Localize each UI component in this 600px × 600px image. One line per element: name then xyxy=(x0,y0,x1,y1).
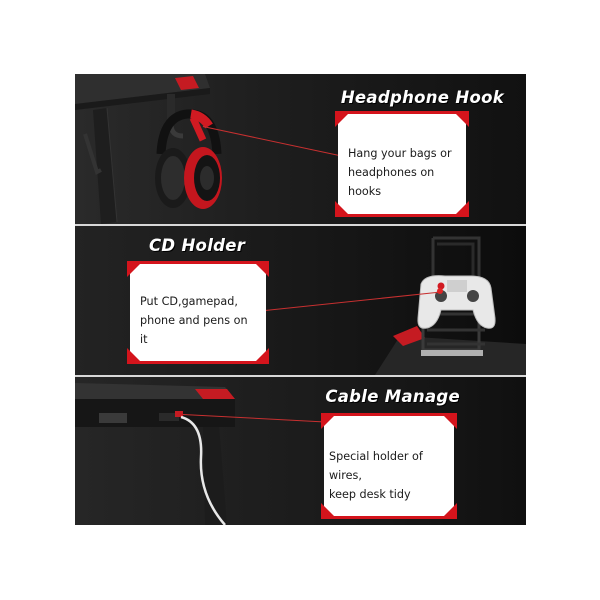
feature-infographic: Headphone Hook Hang your bags or headpho… xyxy=(75,74,526,525)
description-card: Hang your bags or headphones on hooks xyxy=(335,111,469,217)
callout-dot xyxy=(437,288,443,294)
section-divider xyxy=(75,375,526,377)
description-line: keep desk tidy xyxy=(329,488,411,501)
section-cd-holder: CD Holder Put CD,gamepad, phone and pens… xyxy=(75,226,526,375)
description-line: Hang your bags or xyxy=(348,147,452,160)
description-card: Put CD,gamepad, phone and pens on it xyxy=(127,261,269,364)
description-line: phone and pens on it xyxy=(140,314,248,346)
section-cable-manage: Cable Manage Special holder of wires, ke… xyxy=(75,377,526,525)
section-heading: Cable Manage xyxy=(325,387,460,406)
gamepad-holder-icon xyxy=(375,236,526,375)
description-line: headphones on hooks xyxy=(348,166,435,198)
headphones-on-hook-icon xyxy=(75,74,222,224)
section-heading: CD Holder xyxy=(149,236,246,255)
description-line: Put CD,gamepad, xyxy=(140,295,238,308)
cable-holder-icon xyxy=(75,383,235,525)
section-heading: Headphone Hook xyxy=(340,88,504,107)
section-headphone-hook: Headphone Hook Hang your bags or headpho… xyxy=(75,74,526,224)
description-line: Special holder of wires, xyxy=(329,450,423,482)
description-card: Special holder of wires, keep desk tidy xyxy=(321,413,457,519)
section-divider xyxy=(75,224,526,226)
